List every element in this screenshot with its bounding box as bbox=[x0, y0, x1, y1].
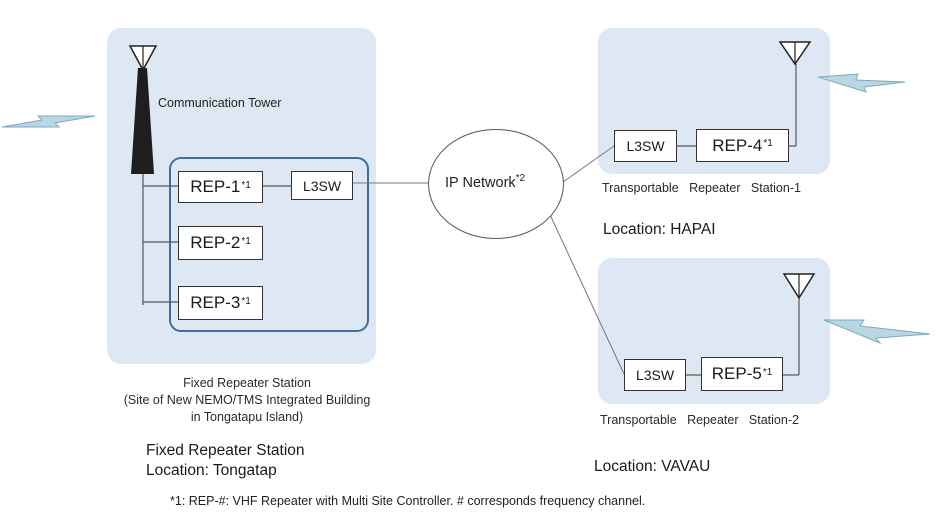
station-2-location: Location: VAVAU bbox=[594, 458, 711, 475]
communication-tower-icon bbox=[131, 68, 154, 174]
rep-5-box: REP-5*1 bbox=[701, 357, 783, 391]
rep-2-box: REP-2*1 bbox=[178, 226, 263, 260]
ip-network-footnote-mark: *2 bbox=[515, 173, 526, 184]
rep-1-label: REP-1 bbox=[190, 177, 241, 196]
fixed-station-caption-line-1: Fixed Repeater Station bbox=[183, 376, 311, 390]
rep-5-footnote-mark: *1 bbox=[762, 366, 773, 378]
communication-tower-label: Communication Tower bbox=[158, 96, 282, 110]
rep-1-box: REP-1*1 bbox=[178, 171, 263, 203]
radio-wave-right-top-icon bbox=[817, 73, 906, 93]
rep-4-footnote-mark: *1 bbox=[763, 138, 773, 149]
radio-wave-left-icon bbox=[1, 115, 96, 128]
footnote: *1: REP-#: VHF Repeater with Multi Site … bbox=[170, 494, 646, 508]
ip-network-name: IP Network bbox=[445, 174, 516, 191]
fixed-station-caption-line-2: (Site of New NEMO/TMS Integrated Buildin… bbox=[123, 393, 371, 407]
station-1-location: Location: HAPAI bbox=[603, 221, 716, 238]
radio-wave-right-bottom-icon bbox=[823, 319, 931, 345]
rep-2-footnote-mark: *1 bbox=[241, 235, 251, 247]
rep-4-label: REP-4 bbox=[712, 135, 763, 155]
rep-3-footnote-mark: *1 bbox=[241, 295, 251, 307]
fixed-station-location-block: Fixed Repeater Station Location: Tongata… bbox=[146, 441, 305, 481]
fixed-station-caption-line-3: in Tongatapu Island) bbox=[190, 410, 304, 424]
fixed-station-location: Location: Tongatap bbox=[146, 462, 277, 479]
rep-1-footnote-mark: *1 bbox=[241, 179, 251, 191]
rep-3-label: REP-3 bbox=[190, 293, 241, 312]
ip-network-label: IP Network*2 bbox=[445, 173, 525, 191]
station-2-caption: Transportable Repeater Station-2 bbox=[600, 413, 799, 427]
ip-network-cloud bbox=[428, 129, 564, 239]
rep-4-box: REP-4*1 bbox=[696, 129, 789, 162]
station-1-l3sw-box: L3SW bbox=[614, 130, 677, 162]
fixed-station-location-title: Fixed Repeater Station bbox=[146, 442, 305, 459]
rep-5-label: REP-5 bbox=[711, 364, 762, 383]
rep-2-label: REP-2 bbox=[190, 233, 241, 252]
fixed-l3sw-box: L3SW bbox=[291, 171, 353, 200]
fixed-station-caption: Fixed Repeater Station (Site of New NEMO… bbox=[102, 375, 392, 426]
fixed-station-equipment-group bbox=[169, 157, 369, 332]
station-2-l3sw-box: L3SW bbox=[624, 359, 686, 391]
rep-3-box: REP-3*1 bbox=[178, 286, 263, 320]
station-1-caption: Transportable Repeater Station-1 bbox=[602, 181, 801, 195]
